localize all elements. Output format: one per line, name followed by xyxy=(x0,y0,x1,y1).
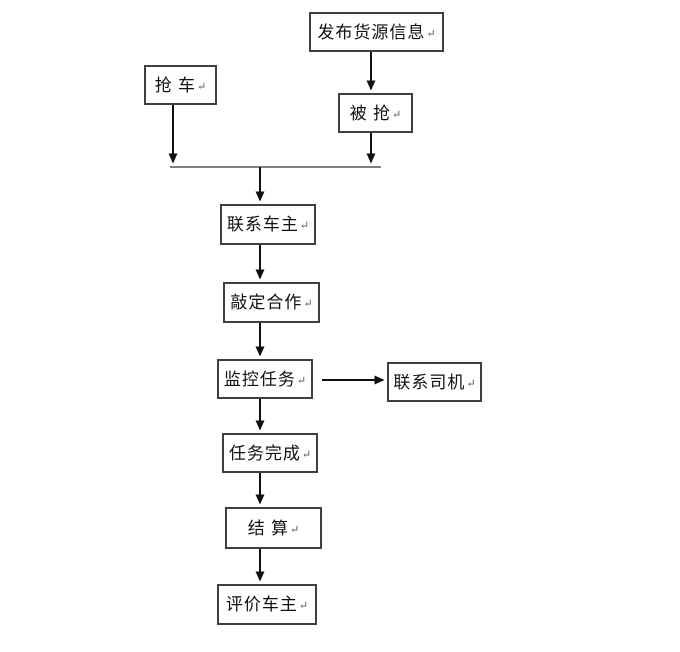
paragraph-mark-icon: ↵ xyxy=(299,220,310,232)
node-label-evaluate: 评价车主 xyxy=(225,595,298,614)
node-label-contact-driver: 联系司机 xyxy=(393,372,466,392)
paragraph-mark-icon: ↵ xyxy=(303,298,313,310)
paragraph-mark-icon: ↵ xyxy=(426,27,436,40)
flow-node-publish: 发布货源信息↵ xyxy=(309,12,444,52)
flow-node-contact-owner: 联系车主↵ xyxy=(220,204,316,245)
flow-node-contact-driver: 联系司机↵ xyxy=(387,362,482,402)
flow-node-grabbed: 被 抢↵ xyxy=(338,93,413,133)
flow-node-monitor: 监控任务↵ xyxy=(217,359,313,399)
flow-node-grab: 抢 车↵ xyxy=(144,65,217,105)
node-label-contact-owner: 联系车主 xyxy=(226,215,299,234)
paragraph-mark-icon: ↵ xyxy=(290,523,300,536)
node-label-grabbed: 被 抢 xyxy=(349,103,392,123)
node-label-publish: 发布货源信息 xyxy=(317,22,426,42)
paragraph-mark-icon: ↵ xyxy=(298,600,309,612)
flow-node-evaluate: 评价车主↵ xyxy=(217,584,317,625)
flow-node-complete: 任务完成↵ xyxy=(222,433,318,473)
node-label-settle: 结 算 xyxy=(247,518,290,538)
flow-node-settle: 结 算↵ xyxy=(225,507,322,549)
node-label-finalize: 敲定合作 xyxy=(230,293,303,312)
flow-node-finalize: 敲定合作↵ xyxy=(223,282,320,323)
paragraph-mark-icon: ↵ xyxy=(296,374,307,387)
node-label-complete: 任务完成 xyxy=(228,443,301,463)
paragraph-mark-icon: ↵ xyxy=(392,108,402,121)
paragraph-mark-icon: ↵ xyxy=(466,377,476,390)
node-label-grab: 抢 车 xyxy=(154,75,197,95)
paragraph-mark-icon: ↵ xyxy=(301,448,312,461)
paragraph-mark-icon: ↵ xyxy=(197,80,207,93)
node-label-monitor: 监控任务 xyxy=(223,369,296,389)
